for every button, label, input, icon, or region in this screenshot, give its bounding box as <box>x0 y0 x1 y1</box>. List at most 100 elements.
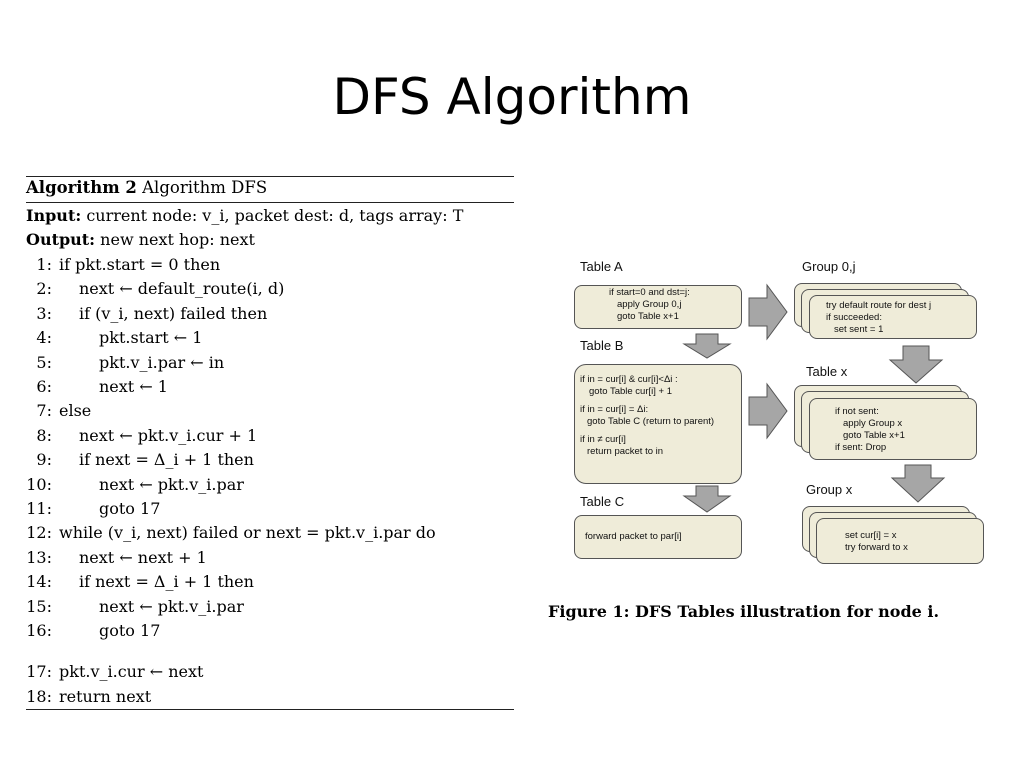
arrow-right-icon <box>748 382 788 440</box>
arrow-down-icon <box>682 333 732 359</box>
line-number: 13: <box>26 548 52 567</box>
algorithm-header: Algorithm 2 Algorithm DFS <box>26 178 267 197</box>
group-0j-box: try default route for dest j if succeede… <box>809 295 977 339</box>
group-x-line: set cur[i] = x <box>845 530 897 541</box>
table-a-label: Table A <box>580 259 623 274</box>
algorithm-line: 6: next ← 1 <box>26 377 168 396</box>
algorithm-line: 2: next ← default_route(i, d) <box>26 279 284 298</box>
line-text: if next = Δ_i + 1 then <box>79 572 254 591</box>
table-c-box: forward packet to par[i] <box>574 515 742 559</box>
algorithm-line: 15: next ← pkt.v_i.par <box>26 597 244 616</box>
table-a-box: if start=0 and dst=j: apply Group 0,j go… <box>574 285 742 329</box>
line-text: next ← pkt.v_i.par <box>99 597 244 616</box>
algorithm-line: 8:next ← pkt.v_i.cur + 1 <box>26 426 257 445</box>
line-number: 4: <box>36 328 52 347</box>
table-c-label: Table C <box>580 494 625 509</box>
table-x-line: goto Table x+1 <box>843 430 905 441</box>
line-text: if next = Δ_i + 1 then <box>79 450 254 469</box>
table-c-line: forward packet to par[i] <box>585 531 682 542</box>
line-number: 5: <box>36 353 52 372</box>
line-text: return next <box>59 687 152 706</box>
algorithm-line: 4: pkt.start ← 1 <box>26 328 202 347</box>
line-number: 14: <box>26 572 52 591</box>
algorithm-line: 14: if next = Δ_i + 1 then <box>26 572 254 591</box>
algorithm-line: 10: next ← pkt.v_i.par <box>26 475 244 494</box>
table-b-box: if in = cur[i] & cur[i]<Δi : goto Table … <box>574 364 742 484</box>
group-x-line: try forward to x <box>845 542 908 553</box>
line-number: 6: <box>36 377 52 396</box>
arrow-right-icon <box>748 283 788 341</box>
line-text: while (v_i, next) failed or next = pkt.v… <box>59 523 436 542</box>
algorithm-line: 5: pkt.v_i.par ← in <box>26 353 224 372</box>
line-number: 15: <box>26 597 52 616</box>
line-text: if (v_i, next) failed then <box>79 304 268 323</box>
line-number: 12: <box>26 523 52 542</box>
line-text: pkt.v_i.par ← in <box>99 353 225 372</box>
line-number: 9: <box>36 450 52 469</box>
algorithm-line: 18: return next <box>26 687 151 706</box>
table-b-line: goto Table C (return to parent) <box>587 416 715 427</box>
algorithm-line: 9: if next = Δ_i + 1 then <box>26 450 254 469</box>
slide-title: DFS Algorithm <box>332 68 692 126</box>
table-b-line: return packet to in <box>587 446 664 457</box>
algorithm-mid-rule <box>26 202 514 203</box>
line-text: if pkt.start = 0 then <box>59 255 221 274</box>
line-text: next ← pkt.v_i.par <box>99 475 244 494</box>
line-number: 3: <box>36 304 52 323</box>
figure-caption: Figure 1: DFS Tables illustration for no… <box>548 602 940 621</box>
algorithm-input: Input: current node: v_i, packet dest: d… <box>26 206 463 225</box>
table-x-line: apply Group x <box>843 418 903 429</box>
algorithm-top-rule <box>26 176 514 177</box>
output-text: new next hop: next <box>100 230 255 249</box>
line-text: pkt.v_i.cur ← next <box>59 662 204 681</box>
algorithm-line: 16:goto 17 <box>26 621 160 640</box>
input-text: current node: v_i, packet dest: d, tags … <box>86 206 464 225</box>
line-text: next ← 1 <box>99 377 168 396</box>
table-a-line: goto Table x+1 <box>617 311 679 322</box>
table-b-label: Table B <box>580 338 624 353</box>
group-0j-line: set sent = 1 <box>834 324 884 335</box>
algorithm-line: 12: while (v_i, next) failed or next = pk… <box>26 523 436 542</box>
output-label: Output: <box>26 230 96 249</box>
group-0j-label: Group 0,j <box>802 259 856 274</box>
line-number: 1: <box>36 255 52 274</box>
table-b-line: goto Table cur[i] + 1 <box>589 386 673 397</box>
arrow-down-icon <box>888 345 944 384</box>
line-number: 16: <box>26 621 52 640</box>
line-number: 7: <box>36 401 52 420</box>
algorithm-line: 17: pkt.v_i.cur ← next <box>26 662 203 681</box>
algorithm-bottom-rule <box>26 709 514 710</box>
algorithm-output: Output: new next hop: next <box>26 230 255 249</box>
algorithm-line: 3: if (v_i, next) failed then <box>26 304 267 323</box>
table-b-line: if in = cur[i] & cur[i]<Δi : <box>580 374 678 385</box>
line-number: 10: <box>26 475 52 494</box>
group-x-box: set cur[i] = x try forward to x <box>816 518 984 564</box>
algorithm-line: 7: else <box>26 401 91 420</box>
table-b-line: if in ≠ cur[i] <box>580 434 626 445</box>
group-0j-line: try default route for dest j <box>826 300 932 311</box>
algorithm-number: Algorithm 2 <box>26 178 137 197</box>
table-b-line: if in = cur[i] = Δi: <box>580 404 649 415</box>
line-text: goto 17 <box>99 499 161 518</box>
algorithm-name: Algorithm DFS <box>142 178 268 197</box>
table-a-line: if start=0 and dst=j: <box>609 287 690 298</box>
line-text: pkt.start ← 1 <box>99 328 203 347</box>
line-number: 11: <box>26 499 52 518</box>
line-number: 17: <box>26 662 52 681</box>
line-text: next ← default_route(i, d) <box>79 279 285 298</box>
line-text: next ← next + 1 <box>79 548 207 567</box>
table-x-line: if not sent: <box>835 406 879 417</box>
table-a-line: apply Group 0,j <box>617 299 682 310</box>
algorithm-line: 1: if pkt.start = 0 then <box>26 255 220 274</box>
line-text: else <box>59 401 92 420</box>
algorithm-line: 13: next ← next + 1 <box>26 548 207 567</box>
line-number: 2: <box>36 279 52 298</box>
group-0j-line: if succeeded: <box>826 312 882 323</box>
table-x-line: if sent: Drop <box>835 442 887 453</box>
line-text: next ← pkt.v_i.cur + 1 <box>79 426 258 445</box>
table-x-box: if not sent: apply Group x goto Table x+… <box>809 398 977 460</box>
table-x-label: Table x <box>806 364 848 379</box>
arrow-down-icon <box>682 485 732 513</box>
line-number: 18: <box>26 687 52 706</box>
